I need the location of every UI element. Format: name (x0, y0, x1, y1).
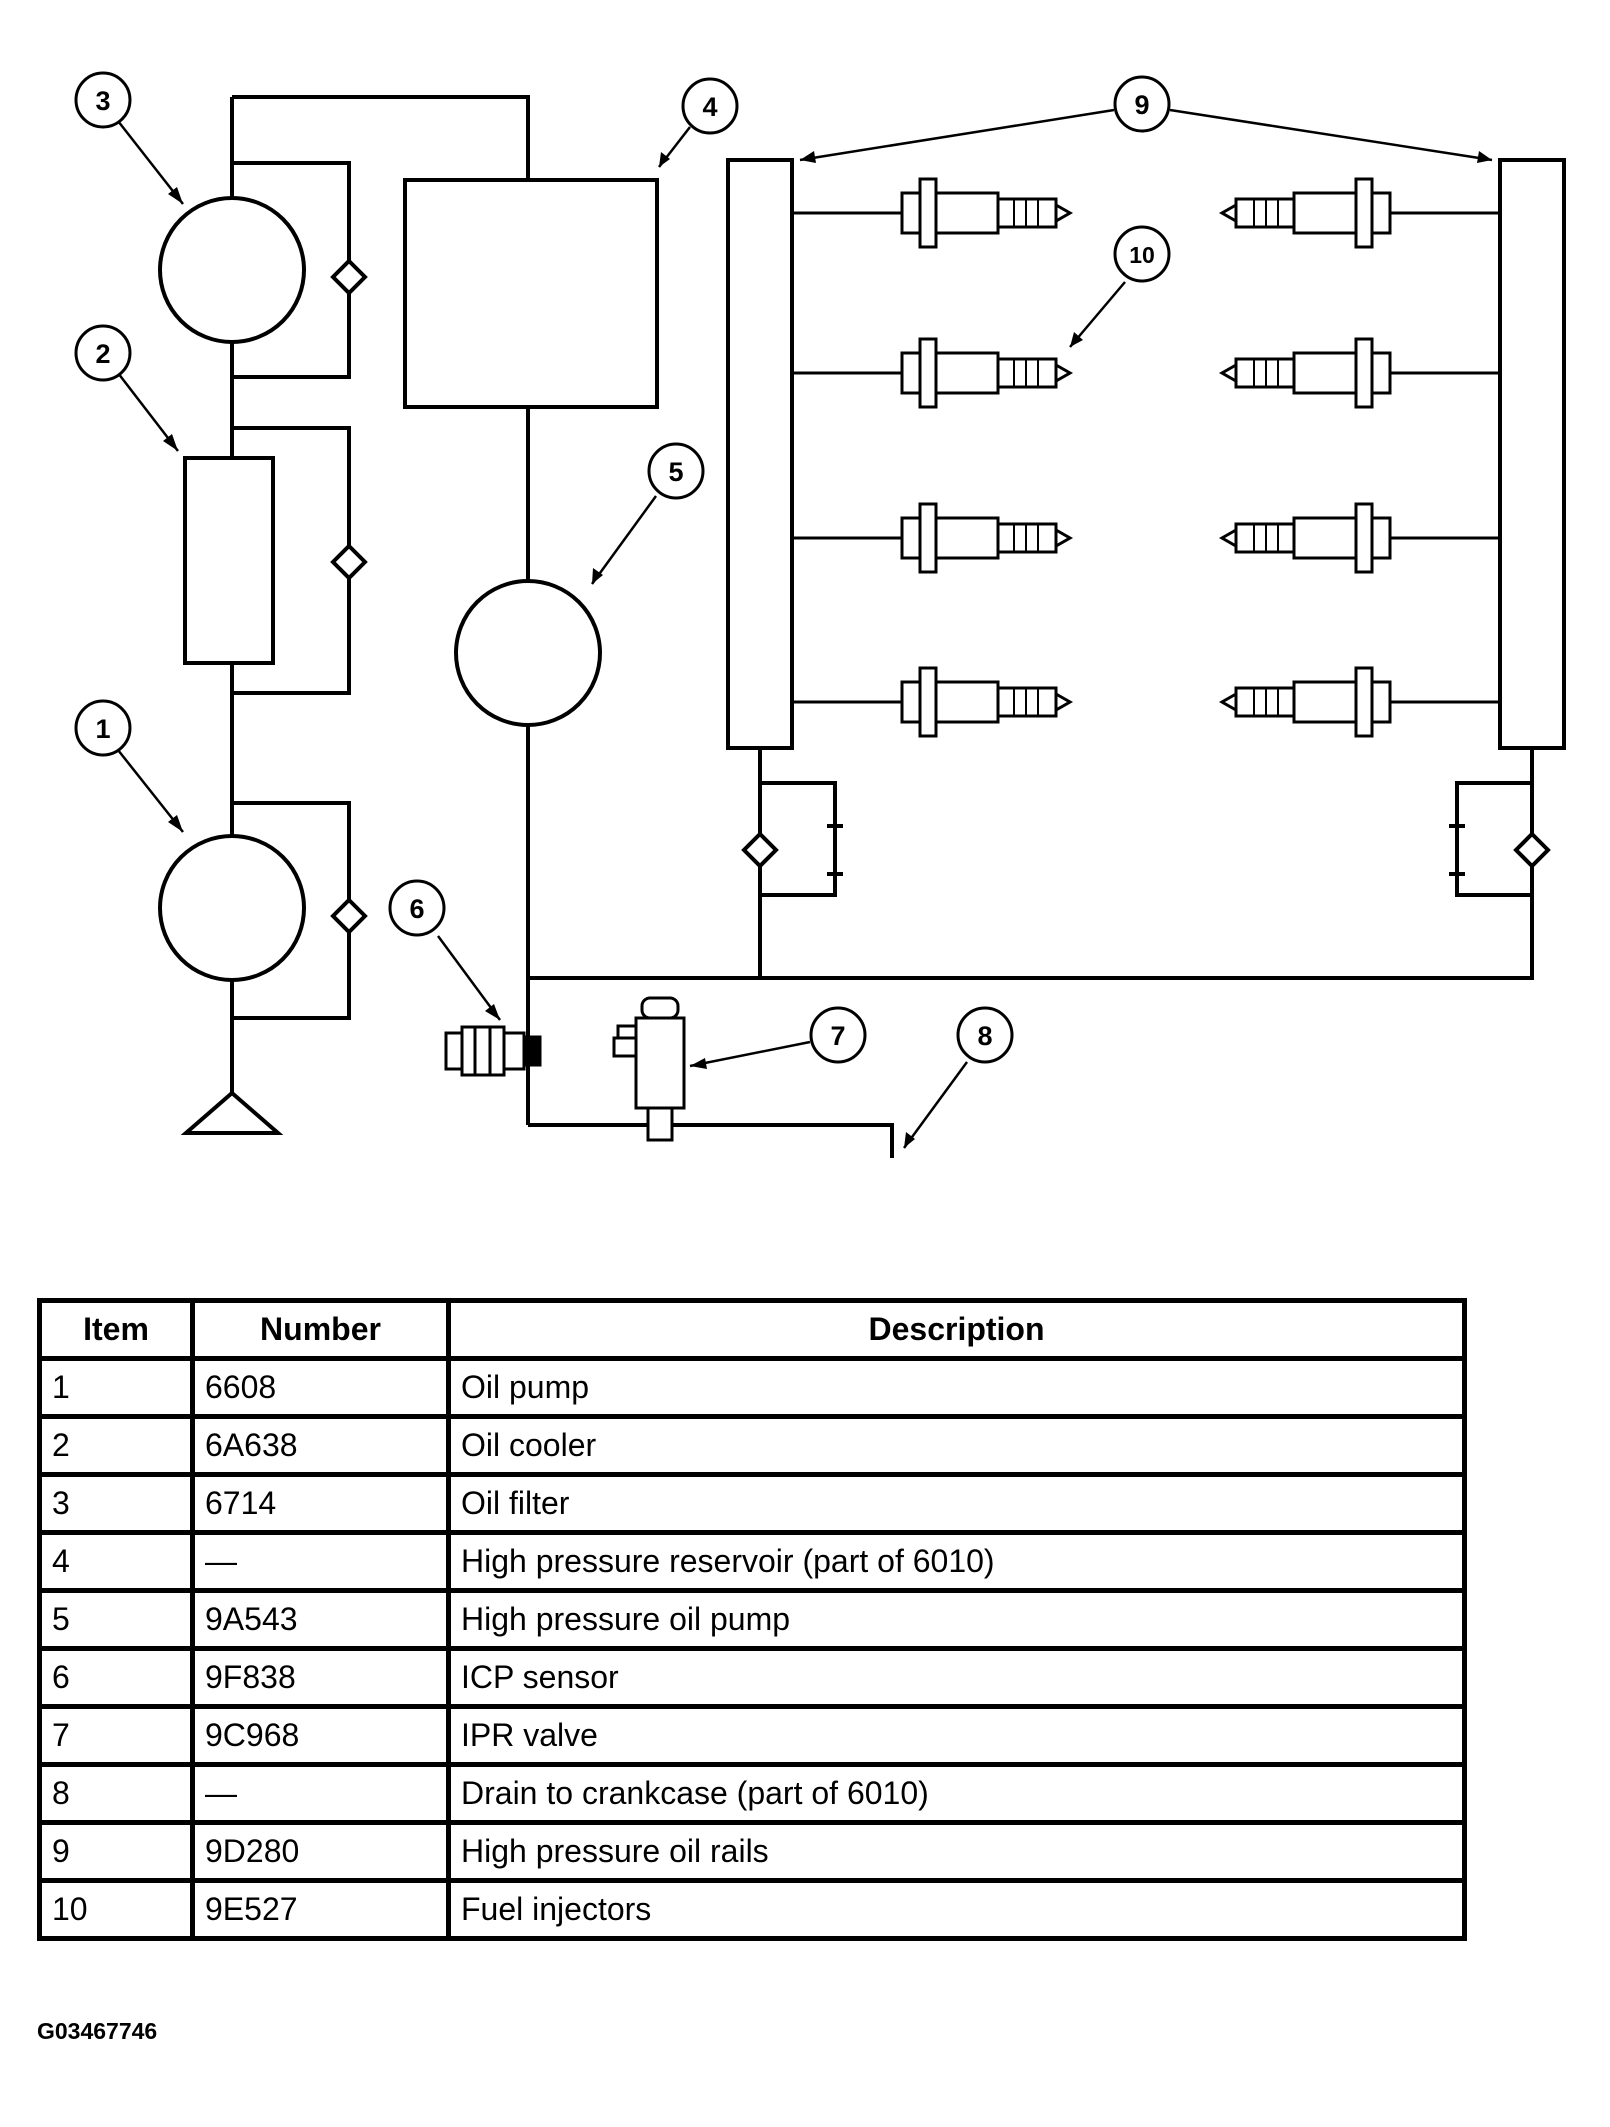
callout-8: 8 (956, 1006, 1014, 1064)
cell-item: 10 (37, 1878, 195, 1941)
table-row: 4 — High pressure reservoir (part of 601… (37, 1530, 1467, 1593)
fuel-injector-left-4 (790, 666, 1072, 738)
table-row: 8 — Drain to crankcase (part of 6010) (37, 1762, 1467, 1825)
callout-9: 9 (1113, 75, 1171, 133)
fuel-injector-right-3 (1220, 502, 1502, 574)
cell-description: High pressure reservoir (part of 6010) (446, 1530, 1467, 1593)
fuel-injector-right-4 (1220, 666, 1502, 738)
cell-description: Oil cooler (446, 1414, 1467, 1477)
fuel-injector-left-3 (790, 502, 1072, 574)
cell-item: 9 (37, 1820, 195, 1883)
svg-text:9: 9 (1134, 90, 1149, 120)
oil-cooler (183, 456, 275, 665)
cell-description: High pressure oil rails (446, 1820, 1467, 1883)
cell-number: 9A543 (190, 1588, 451, 1651)
callout-7: 7 (809, 1006, 867, 1064)
table-row: 7 9C968 IPR valve (37, 1704, 1467, 1767)
cell-description: ICP sensor (446, 1646, 1467, 1709)
right-rail-valves (1449, 781, 1551, 897)
callout-4: 4 (681, 77, 739, 135)
cell-item: 8 (37, 1762, 195, 1825)
cell-item: 2 (37, 1414, 195, 1477)
oil-system-diagram: 1 2 3 4 5 6 7 8 9 10 (74, 71, 1566, 1158)
cell-number: 9C968 (190, 1704, 451, 1767)
svg-text:5: 5 (668, 457, 683, 487)
icp-sensor (444, 1025, 542, 1077)
high-pressure-oil-rail-right (1498, 158, 1566, 750)
cell-description: High pressure oil pump (446, 1588, 1467, 1651)
svg-text:6: 6 (409, 894, 424, 924)
cell-description: Oil filter (446, 1472, 1467, 1535)
cell-number: 9E527 (190, 1878, 451, 1941)
cell-item: 3 (37, 1472, 195, 1535)
check-valves-left (330, 258, 368, 935)
callout-6: 6 (388, 879, 446, 937)
table-row: 9 9D280 High pressure oil rails (37, 1820, 1467, 1883)
high-pressure-reservoir (403, 178, 659, 409)
oil-filter (158, 196, 306, 344)
fuel-injector-right-2 (1220, 337, 1502, 409)
svg-text:10: 10 (1129, 242, 1155, 268)
cell-item: 4 (37, 1530, 195, 1593)
svg-text:8: 8 (977, 1021, 992, 1051)
callout-1: 1 (74, 699, 132, 757)
table-row: 6 9F838 ICP sensor (37, 1646, 1467, 1709)
cooler-check-valve (330, 543, 368, 581)
svg-text:4: 4 (702, 92, 717, 122)
high-pressure-oil-rail-left (726, 158, 794, 750)
cell-item: 5 (37, 1588, 195, 1651)
svg-text:2: 2 (95, 339, 110, 369)
table-row: 10 9E527 Fuel injectors (37, 1878, 1467, 1941)
table-header-row: Item Number Description (37, 1298, 1467, 1361)
cell-number: 9F838 (190, 1646, 451, 1709)
header-number: Number (190, 1298, 451, 1361)
table-row: 2 6A638 Oil cooler (37, 1414, 1467, 1477)
leader-arrowheads (163, 151, 1492, 1148)
cell-description: Drain to crankcase (part of 6010) (446, 1762, 1467, 1825)
header-description: Description (446, 1298, 1467, 1361)
cell-item: 1 (37, 1356, 195, 1419)
high-pressure-oil-pump (454, 579, 602, 727)
cell-number: 6608 (190, 1356, 451, 1419)
ipr-valve (612, 996, 686, 1142)
figure-id: G03467746 (37, 2018, 158, 2044)
table-row: 3 6714 Oil filter (37, 1472, 1467, 1535)
cell-number: 6A638 (190, 1414, 451, 1477)
callout-5: 5 (647, 442, 705, 500)
pump-check-valve (330, 897, 368, 935)
svg-text:1: 1 (95, 714, 110, 744)
parts-legend-table: Item Number Description 1 6608 Oil pump … (37, 1298, 1467, 1941)
cell-description: Oil pump (446, 1356, 1467, 1419)
fuel-injector-right-1 (1220, 177, 1502, 249)
fuel-injector-left-2 (790, 337, 1072, 409)
cell-number: — (190, 1762, 451, 1825)
callout-2: 2 (74, 324, 132, 382)
svg-text:7: 7 (830, 1021, 845, 1051)
cell-number: 6714 (190, 1472, 451, 1535)
svg-text:3: 3 (95, 86, 110, 116)
cell-item: 7 (37, 1704, 195, 1767)
sump-symbol (180, 1090, 284, 1135)
cell-number: — (190, 1530, 451, 1593)
cell-description: Fuel injectors (446, 1878, 1467, 1941)
table-row: 5 9A543 High pressure oil pump (37, 1588, 1467, 1651)
leader-lines (117, 108, 1493, 1149)
header-item: Item (37, 1298, 195, 1361)
cell-item: 6 (37, 1646, 195, 1709)
table-row: 1 6608 Oil pump (37, 1356, 1467, 1419)
oil-pump (158, 834, 306, 982)
callout-3: 3 (74, 71, 132, 129)
left-rail-valves (741, 781, 843, 897)
fuel-injector-left-1 (790, 177, 1072, 249)
filter-check-valve (330, 258, 368, 296)
cell-description: IPR valve (446, 1704, 1467, 1767)
callout-10: 10 (1113, 225, 1171, 283)
cell-number: 9D280 (190, 1820, 451, 1883)
